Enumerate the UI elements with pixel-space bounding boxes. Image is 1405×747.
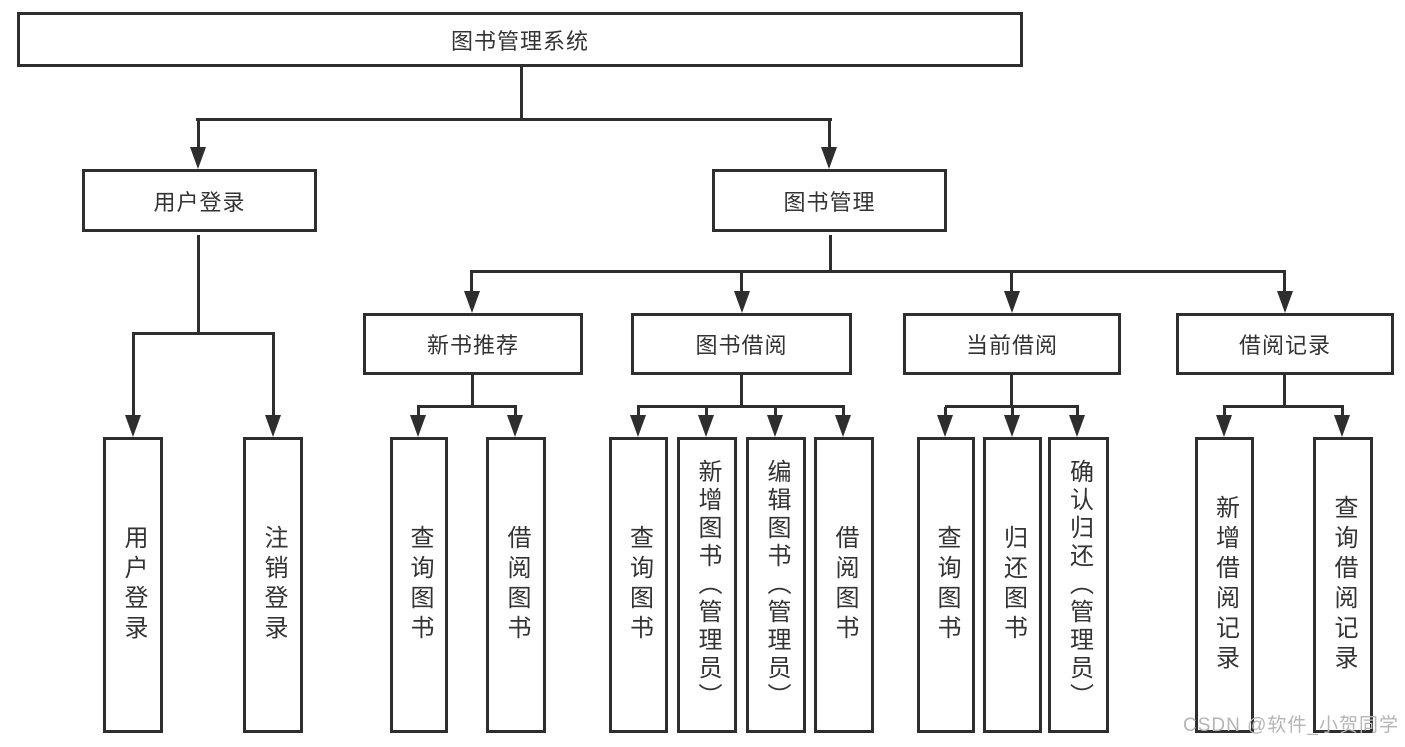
arrow-down-icon: [835, 415, 851, 437]
connector-line: [1223, 407, 1226, 417]
connector-line: [417, 405, 517, 408]
node-confirm-return-admin: 确认归还（管理员）: [1048, 437, 1109, 733]
node-book-borrow: 图书借阅: [631, 313, 852, 375]
node-add-book-admin-label: 新增图书（管理员）: [694, 459, 721, 711]
node-book-management: 图书管理: [712, 169, 947, 232]
node-query-books: 查询图书: [917, 437, 975, 733]
arrow-down-icon: [125, 415, 141, 437]
node-book-management-label: 图书管理: [783, 189, 876, 215]
node-query-books-label: 查询图书: [625, 525, 653, 645]
node-current-borrow: 当前借阅: [903, 313, 1121, 375]
connector-line: [1341, 407, 1344, 417]
connector-line: [1010, 375, 1013, 407]
connector-line: [1223, 405, 1344, 408]
connector-line: [829, 235, 832, 272]
node-borrow-records-label: 借阅记录: [1238, 333, 1331, 358]
watermark: CSDN @软件_小贺同学: [1183, 715, 1399, 736]
arrow-down-icon: [410, 415, 426, 437]
node-logout: 注销登录: [243, 437, 303, 733]
node-query-books-label: 查询图书: [933, 525, 960, 645]
connector-line: [1076, 407, 1079, 417]
connector-line: [1011, 407, 1014, 417]
arrow-down-icon: [937, 415, 953, 437]
connector-line: [774, 407, 777, 417]
connector-line: [514, 407, 517, 417]
connector-line: [272, 334, 275, 417]
node-add-borrow-record-label: 新增借阅记录: [1211, 495, 1239, 675]
node-user-login-leaf-label: 用户登录: [120, 525, 147, 645]
node-borrow-books-label: 借阅图书: [503, 525, 530, 645]
node-query-books: 查询图书: [609, 437, 668, 733]
arrow-down-icon: [630, 415, 646, 437]
node-book-borrow-label: 图书借阅: [695, 333, 788, 358]
arrow-down-icon: [821, 147, 837, 169]
connector-line: [740, 375, 743, 407]
node-confirm-return-admin-label: 确认归还（管理员）: [1065, 459, 1093, 711]
connector-line: [637, 405, 845, 408]
node-logout-label: 注销登录: [260, 525, 287, 645]
connector-line: [945, 405, 1079, 408]
node-edit-book-admin-label: 编辑图书（管理员）: [763, 459, 790, 711]
node-return-book: 归还图书: [983, 437, 1042, 733]
connector-line: [132, 332, 275, 335]
connector-line: [740, 272, 743, 292]
connector-line: [197, 120, 200, 149]
connector-line: [1010, 272, 1013, 292]
arrow-down-icon: [464, 291, 480, 313]
connector-line: [417, 407, 420, 417]
arrow-down-icon: [734, 291, 750, 313]
connector-line: [944, 407, 947, 417]
node-user-login: 用户登录: [82, 169, 317, 232]
connector-line: [197, 235, 200, 334]
arrow-down-icon: [1004, 291, 1020, 313]
connector-line: [520, 67, 523, 120]
arrow-down-icon: [1334, 415, 1350, 437]
arrow-down-icon: [1277, 291, 1293, 313]
node-root-label: 图书管理系统: [450, 28, 589, 54]
node-user-login-leaf: 用户登录: [103, 437, 163, 733]
node-query-books: 查询图书: [390, 437, 448, 733]
node-edit-book-admin: 编辑图书（管理员）: [746, 437, 806, 733]
node-new-book-recommend-label: 新书推荐: [426, 333, 519, 358]
node-add-borrow-record: 新增借阅记录: [1195, 437, 1254, 733]
arrow-down-icon: [1004, 415, 1020, 437]
node-query-borrow-record: 查询借阅记录: [1313, 437, 1373, 733]
node-query-borrow-record-label: 查询借阅记录: [1330, 495, 1357, 675]
node-borrow-books-label: 借阅图书: [831, 525, 858, 645]
connector-line: [196, 118, 832, 121]
connector-line: [1283, 375, 1286, 407]
node-new-book-recommend: 新书推荐: [363, 313, 583, 375]
node-borrow-records: 借阅记录: [1176, 313, 1394, 375]
connector-line: [828, 120, 831, 149]
arrow-down-icon: [265, 415, 281, 437]
connector-line: [637, 407, 640, 417]
connector-line: [471, 375, 474, 407]
connector-line: [1283, 272, 1286, 292]
connector-line: [842, 407, 845, 417]
node-user-login-label: 用户登录: [153, 189, 246, 215]
node-root: 图书管理系统: [17, 12, 1023, 67]
node-return-book-label: 归还图书: [999, 525, 1027, 645]
node-query-books-label: 查询图书: [406, 525, 433, 645]
arrow-down-icon: [1216, 415, 1232, 437]
arrow-down-icon: [698, 415, 714, 437]
arrow-down-icon: [1069, 415, 1085, 437]
arrow-down-icon: [767, 415, 783, 437]
node-borrow-books: 借阅图书: [814, 437, 874, 733]
node-add-book-admin: 新增图书（管理员）: [677, 437, 737, 733]
node-borrow-books: 借阅图书: [486, 437, 546, 733]
arrow-down-icon: [507, 415, 523, 437]
connector-line: [470, 272, 473, 292]
connector-line: [470, 270, 1286, 273]
arrow-down-icon: [190, 147, 206, 169]
connector-line: [705, 407, 708, 417]
node-current-borrow-label: 当前借阅: [965, 333, 1058, 358]
connector-line: [132, 334, 135, 417]
